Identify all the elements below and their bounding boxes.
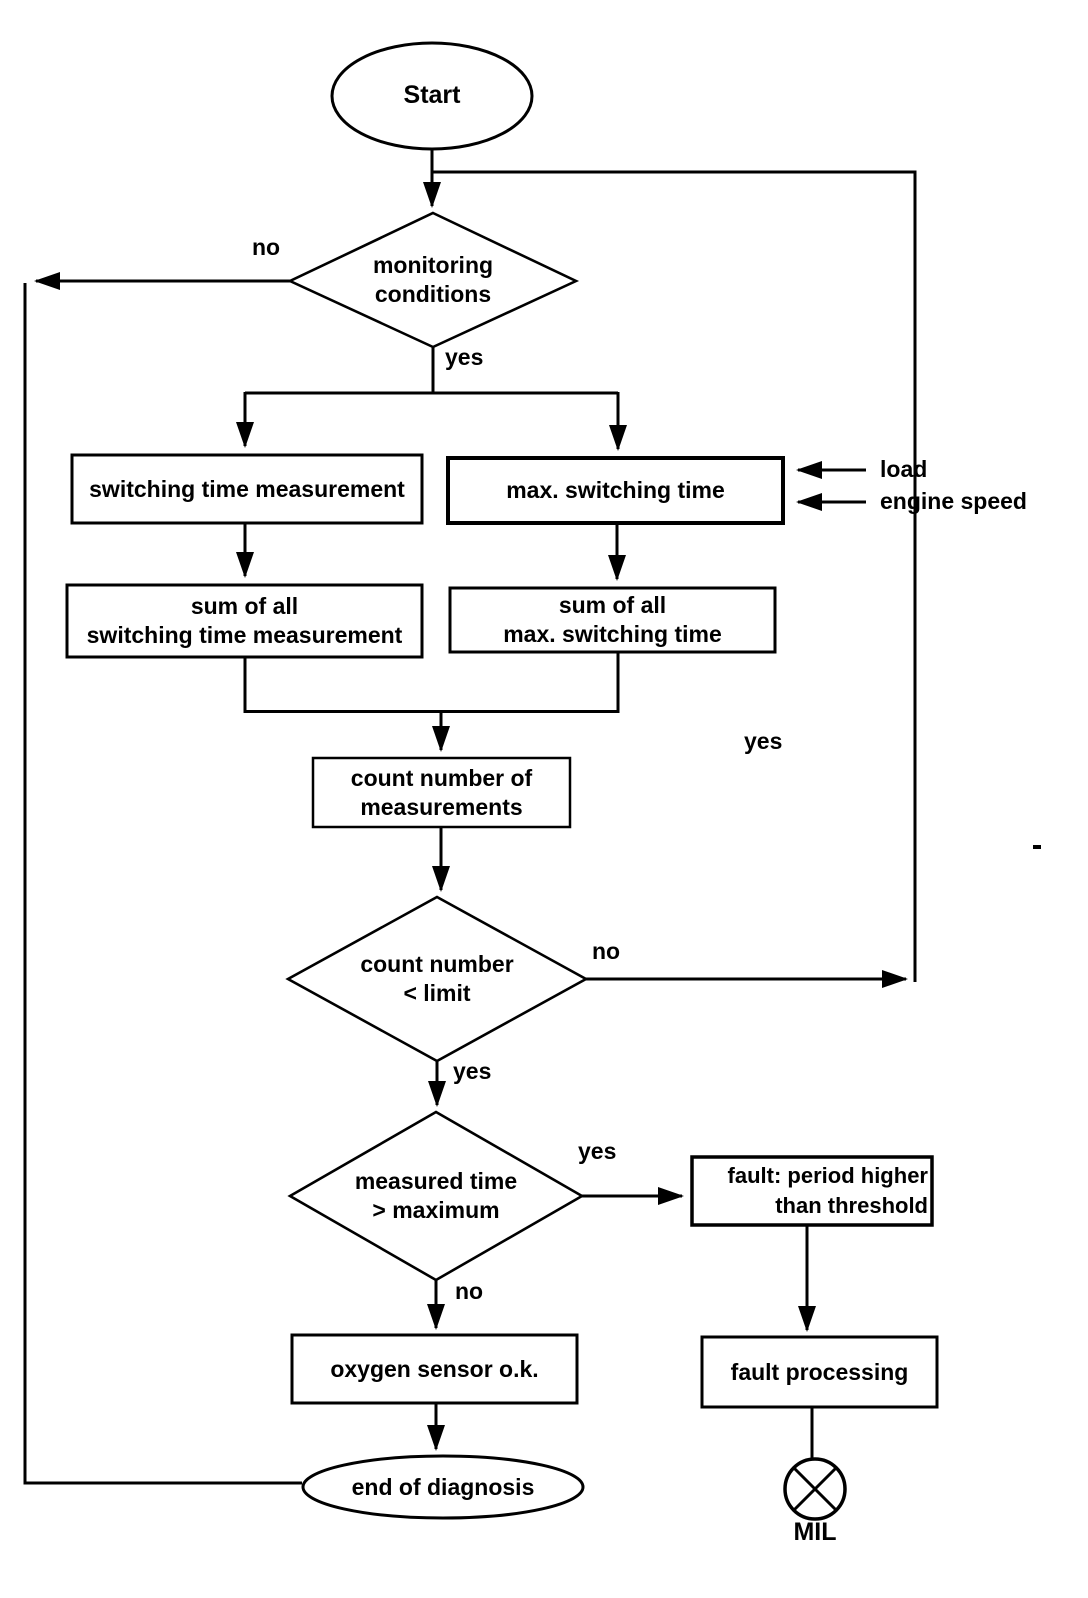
sum-max-label: sum of all max. switching time [503, 592, 722, 647]
oxygen-ok-label: oxygen sensor o.k. [330, 1355, 539, 1382]
sum-switching-label: sum of all switching time measurement [86, 593, 403, 648]
mil-lamp-icon [783, 1457, 847, 1521]
mil-label: MIL [793, 1518, 837, 1547]
switching-time-measurement-label: switching time measurement [89, 475, 405, 502]
edge-label-monitoring-no: no [251, 234, 281, 260]
end-label: end of diagnosis [351, 1473, 535, 1500]
scan-artifact-dash [1033, 845, 1041, 849]
edge-label-measured-yes: yes [578, 1138, 617, 1164]
edge-label-count-yes: yes [453, 1058, 492, 1084]
edge-label-load: load [880, 456, 928, 482]
fault-period-box [690, 1155, 934, 1227]
edge-label-engine-speed: engine speed [880, 488, 1027, 514]
max-switching-time-box [446, 456, 785, 525]
monitoring-conditions-label: monitoring conditions [372, 252, 494, 307]
count-measurements-box [311, 756, 572, 829]
edge-left-rail [23, 283, 302, 1485]
sum-max-box [448, 586, 777, 654]
start-label: Start [403, 81, 461, 110]
count-measurements-label: count number of measurements [350, 764, 533, 820]
fault-processing-label: fault processing [730, 1358, 909, 1385]
edge-label-count-no: no [592, 938, 621, 964]
edge-loop-up [433, 170, 917, 982]
edge-label-monitoring-yes: yes [445, 344, 484, 370]
measured-time-decision [287, 1110, 585, 1282]
fault-processing-box [700, 1335, 939, 1409]
edge-label-measured-no: no [455, 1278, 484, 1304]
max-switching-time-label: max. switching time [506, 477, 725, 504]
edge-label-loop-yes: yes [744, 728, 783, 754]
oxygen-ok-box [290, 1333, 579, 1405]
sum-switching-box [65, 583, 424, 659]
end-node [301, 1454, 585, 1520]
switching-time-measurement-box [70, 453, 424, 525]
count-limit-decision [285, 895, 589, 1063]
count-limit-label: count number < limit [360, 951, 514, 1006]
start-node [330, 41, 534, 151]
fault-period-label: fault: period higher than threshold [727, 1163, 928, 1218]
monitoring-conditions-decision [286, 211, 580, 349]
measured-time-label: measured time > maximum [354, 1168, 518, 1223]
